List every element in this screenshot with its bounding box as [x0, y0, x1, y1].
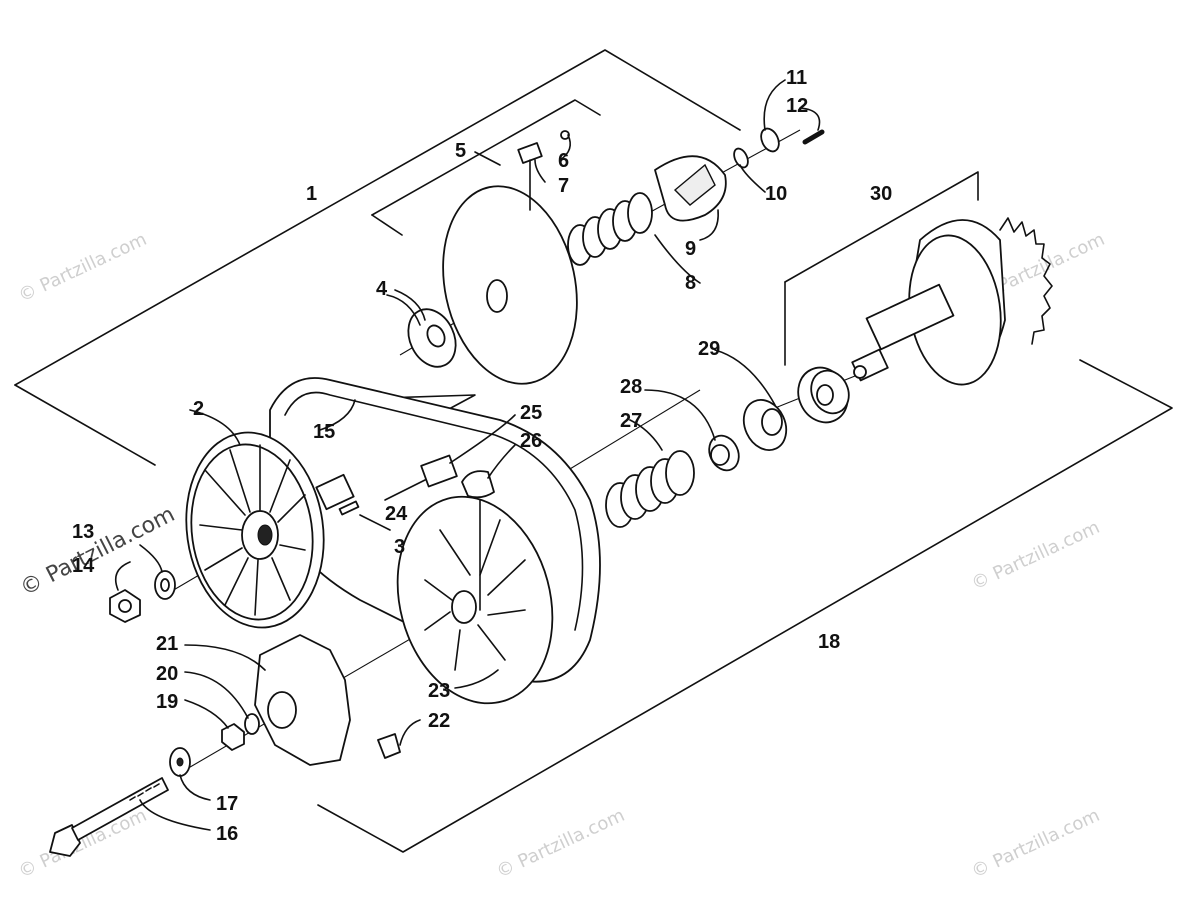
callout-8: 8 — [685, 272, 696, 294]
callout-10: 10 — [765, 183, 787, 205]
callout-26: 26 — [520, 430, 542, 452]
callout-labels: 1 2 3 4 5 6 7 8 9 10 11 12 13 14 15 16 1… — [72, 67, 892, 845]
callout-7: 7 — [558, 175, 569, 197]
callout-3: 3 — [394, 536, 405, 558]
callout-5: 5 — [455, 140, 466, 162]
watermark: © Partzilla.com — [15, 805, 150, 883]
drive-sheave-part — [185, 431, 325, 629]
bushing-part — [708, 434, 740, 472]
callout-17: 17 — [216, 793, 238, 815]
callout-27: 27 — [620, 410, 642, 432]
callout-6: 6 — [558, 150, 569, 172]
callout-20: 20 — [156, 663, 178, 685]
movable-sheave-part — [442, 185, 578, 385]
callout-2: 2 — [193, 398, 204, 420]
weights-parts — [420, 454, 495, 611]
watermark: © Partzilla.com — [968, 805, 1103, 883]
callout-12: 12 — [786, 95, 808, 117]
callout-14: 14 — [72, 555, 95, 577]
spacer-part — [377, 733, 401, 759]
spring-part — [567, 192, 653, 266]
callout-11: 11 — [786, 67, 807, 89]
watermark: © Partzilla.com — [15, 229, 150, 307]
bolt-part — [49, 777, 169, 857]
pin-part — [315, 473, 360, 516]
weight-part — [517, 130, 570, 211]
callout-24: 24 — [385, 503, 408, 525]
callout-25: 25 — [520, 402, 542, 424]
group-brackets — [14, 49, 1173, 853]
callout-1: 1 — [306, 183, 317, 205]
callout-16: 16 — [216, 823, 238, 845]
washer-17-part — [169, 747, 191, 777]
callout-28: 28 — [620, 376, 642, 398]
driven-spring-part — [605, 450, 695, 528]
callout-23: 23 — [428, 680, 450, 702]
leader-lines — [114, 79, 821, 831]
fixed-sheave-shaft-part — [851, 217, 1053, 386]
watermark: © Partzilla.com — [968, 517, 1103, 595]
callout-30: 30 — [870, 183, 892, 205]
callout-21: 21 — [156, 633, 178, 655]
cam-part — [254, 634, 351, 766]
spider-part — [654, 155, 727, 222]
cap-part — [742, 399, 788, 451]
callout-22: 22 — [428, 710, 450, 732]
callout-19: 19 — [156, 691, 178, 713]
callout-4: 4 — [376, 278, 388, 300]
callout-15: 15 — [313, 421, 335, 443]
nut-washer-parts — [109, 570, 176, 623]
watermark: © Partzilla.com — [493, 805, 628, 883]
clip-parts — [733, 127, 825, 169]
callout-13: 13 — [72, 521, 94, 543]
callout-18: 18 — [818, 631, 840, 653]
bearing-part — [797, 366, 850, 424]
nut-parts-19-20 — [221, 713, 260, 751]
callout-9: 9 — [685, 238, 696, 260]
callout-29: 29 — [698, 338, 720, 360]
driven-sheave-part — [396, 495, 554, 705]
